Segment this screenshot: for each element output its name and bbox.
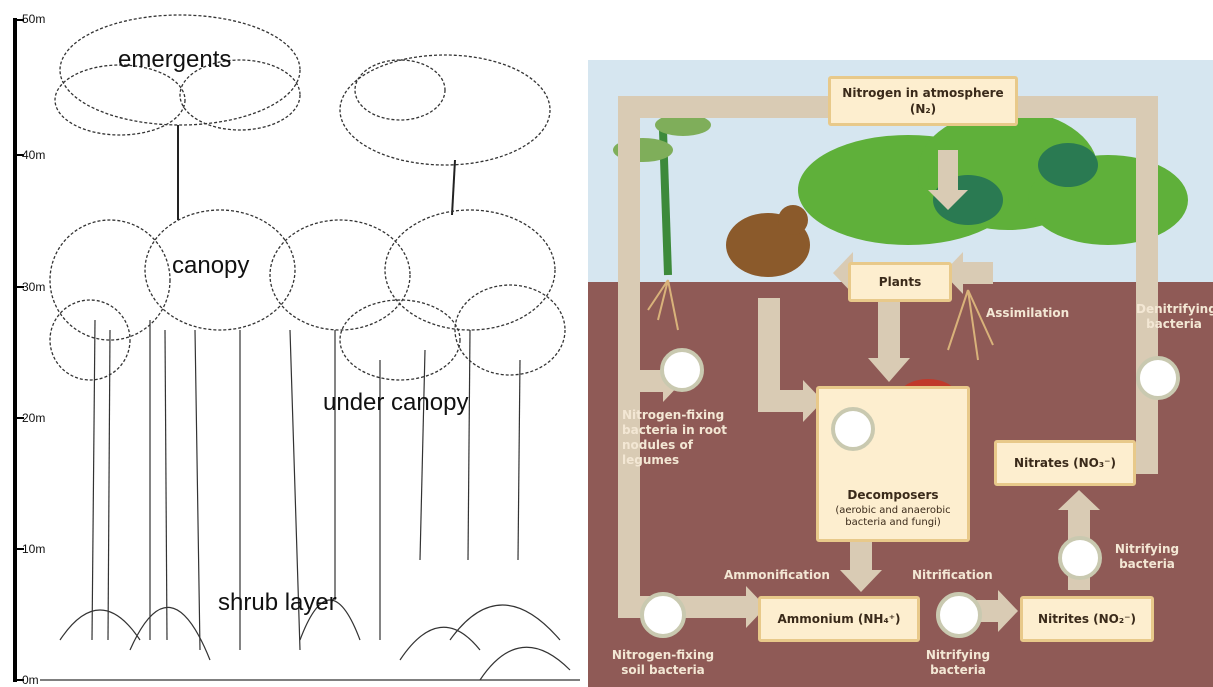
denitrifying-label: Denitrifying bacteria <box>1136 302 1212 332</box>
scale-tick-10m: 10m <box>22 542 45 556</box>
nitrifying-bacteria-right-icon <box>1058 536 1102 580</box>
decomposer-bacteria-icon <box>831 407 875 451</box>
scale-tick-50m: 50m <box>22 12 45 26</box>
scale-tick-30m: 30m <box>22 280 45 294</box>
layer-label-under-canopy: under canopy <box>323 389 468 417</box>
ammonification-label: Ammonification <box>724 568 830 583</box>
scale-tick-0m: 0m <box>22 673 39 687</box>
nitrifying-bacteria-bottom-icon <box>936 592 982 638</box>
layer-label-canopy: canopy <box>172 252 249 280</box>
ammonium-box: Ammonium (NH₄⁺) <box>758 596 920 642</box>
nitrifying-right-label: Nitrifying bacteria <box>1114 542 1180 572</box>
layer-label-emergents: emergents <box>118 46 231 74</box>
atmosphere-box: Nitrogen in atmosphere (N₂) <box>828 76 1018 126</box>
rainforest-layers-diagram: 50m 40m 30m 20m 10m 0m emergents canopy … <box>0 0 585 687</box>
nitrates-label: Nitrates (NO₃⁻) <box>1014 456 1116 470</box>
layer-label-shrub-layer: shrub layer <box>218 589 337 617</box>
scale-tick-20m: 20m <box>22 411 45 425</box>
forest-illustration <box>0 0 585 687</box>
nitrites-box: Nitrites (NO₂⁻) <box>1020 596 1154 642</box>
denitrifying-bacteria-icon <box>1136 356 1180 400</box>
nitrifying-bottom-label: Nitrifying bacteria <box>918 648 998 678</box>
fixing-soil-label: Nitrogen-fixing soil bacteria <box>604 648 722 678</box>
ammonium-label: Ammonium (NH₄⁺) <box>777 612 900 626</box>
nitrites-label: Nitrites (NO₂⁻) <box>1038 612 1136 626</box>
nitrogen-cycle-diagram: Nitrogen in atmosphere (N₂) Plants Decom… <box>588 0 1213 687</box>
fixing-root-label: Nitrogen-fixing bacteria in root nodules… <box>622 408 742 468</box>
scale-tick-40m: 40m <box>22 148 45 162</box>
nitrates-box: Nitrates (NO₃⁻) <box>994 440 1136 486</box>
assimilation-label: Assimilation <box>986 306 1069 321</box>
root-nodule-bacteria-icon <box>660 348 704 392</box>
plants-box: Plants <box>848 262 952 302</box>
atmosphere-label: Nitrogen in atmosphere (N₂) <box>839 85 1007 117</box>
decomposers-title: Decomposers <box>847 488 938 502</box>
decomposers-box: Decomposers (aerobic and anaerobic bacte… <box>816 386 970 542</box>
soil-bacteria-icon <box>640 592 686 638</box>
nitrification-label: Nitrification <box>912 568 993 583</box>
decomposers-subtitle: (aerobic and anaerobic bacteria and fung… <box>819 505 967 529</box>
plants-label: Plants <box>879 275 921 289</box>
